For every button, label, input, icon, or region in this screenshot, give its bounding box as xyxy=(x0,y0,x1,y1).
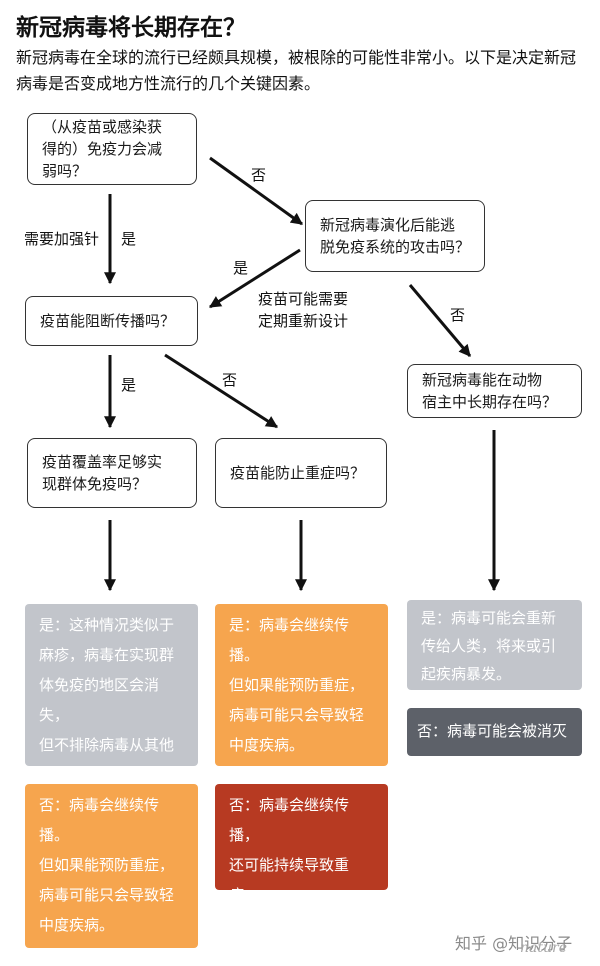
label-q1-booster: 需要加强针 xyxy=(24,230,100,248)
arrow-q2-q3 xyxy=(208,248,301,309)
watermark-zhihu: 知乎 @知识分子 xyxy=(455,934,573,953)
outcome-herd-yes: 是：这种情况类似于 麻疹，病毒在实现群 体免疫的地区会消失， 但不排除病毒从其他… xyxy=(25,604,198,814)
outcome-animal-yes: 是：病毒可能会重新 传给人类，将来或引 起疾病暴发。 xyxy=(407,600,582,690)
outcome-severe-no: 否：病毒会继续传播， 还可能持续导致重症。 xyxy=(215,784,388,904)
label-q3-no: 否 xyxy=(222,371,238,389)
arrow-q1-q2 xyxy=(209,156,303,226)
label-q1-yes: 是 xyxy=(121,230,137,248)
question-animal-host: 新冠病毒能在动物 宿主中长期存在吗？ xyxy=(407,364,582,418)
arrow-q2-q4 xyxy=(408,284,472,357)
question-herd-immunity: 疫苗覆盖率足够实 现群体免疫吗？ xyxy=(27,438,197,508)
label-q2-redesign: 疫苗可能需要 定期重新设计 xyxy=(258,290,349,330)
page-title: 新冠病毒将长期存在？ xyxy=(16,15,246,41)
watermark-nature: nature xyxy=(520,940,567,956)
question-block-transmission: 疫苗能阻断传播吗？ xyxy=(25,296,198,346)
arrow-q3-q6 xyxy=(164,353,279,429)
label-q3-yes: 是 xyxy=(121,376,137,394)
outcome-herd-no: 否：病毒会继续传播。 但如果能预防重症， 病毒可能只会导致轻 中度疾病。 xyxy=(25,784,198,948)
label-q1-no: 否 xyxy=(251,166,267,184)
outcome-severe-yes: 是：病毒会继续传播。 但如果能预防重症， 病毒可能只会导致轻 中度疾病。 xyxy=(215,604,388,766)
question-immunity-wane: （从疫苗或感染获 得的）免疫力会减 弱吗？ xyxy=(27,113,197,185)
label-q2-no: 否 xyxy=(450,306,466,324)
outcome-animal-no: 否：病毒可能会被消灭 xyxy=(407,708,582,756)
intro-text: 新冠病毒在全球的流行已经颇具规模，被根除的可能性非常小。以下是决定新冠病毒是否变… xyxy=(16,48,577,93)
question-prevent-severe: 疫苗能防止重症吗？ xyxy=(215,438,387,508)
question-immune-escape: 新冠病毒演化后能逃 脱免疫系统的攻击吗？ xyxy=(305,200,485,272)
label-q2-yes: 是 xyxy=(233,259,249,277)
